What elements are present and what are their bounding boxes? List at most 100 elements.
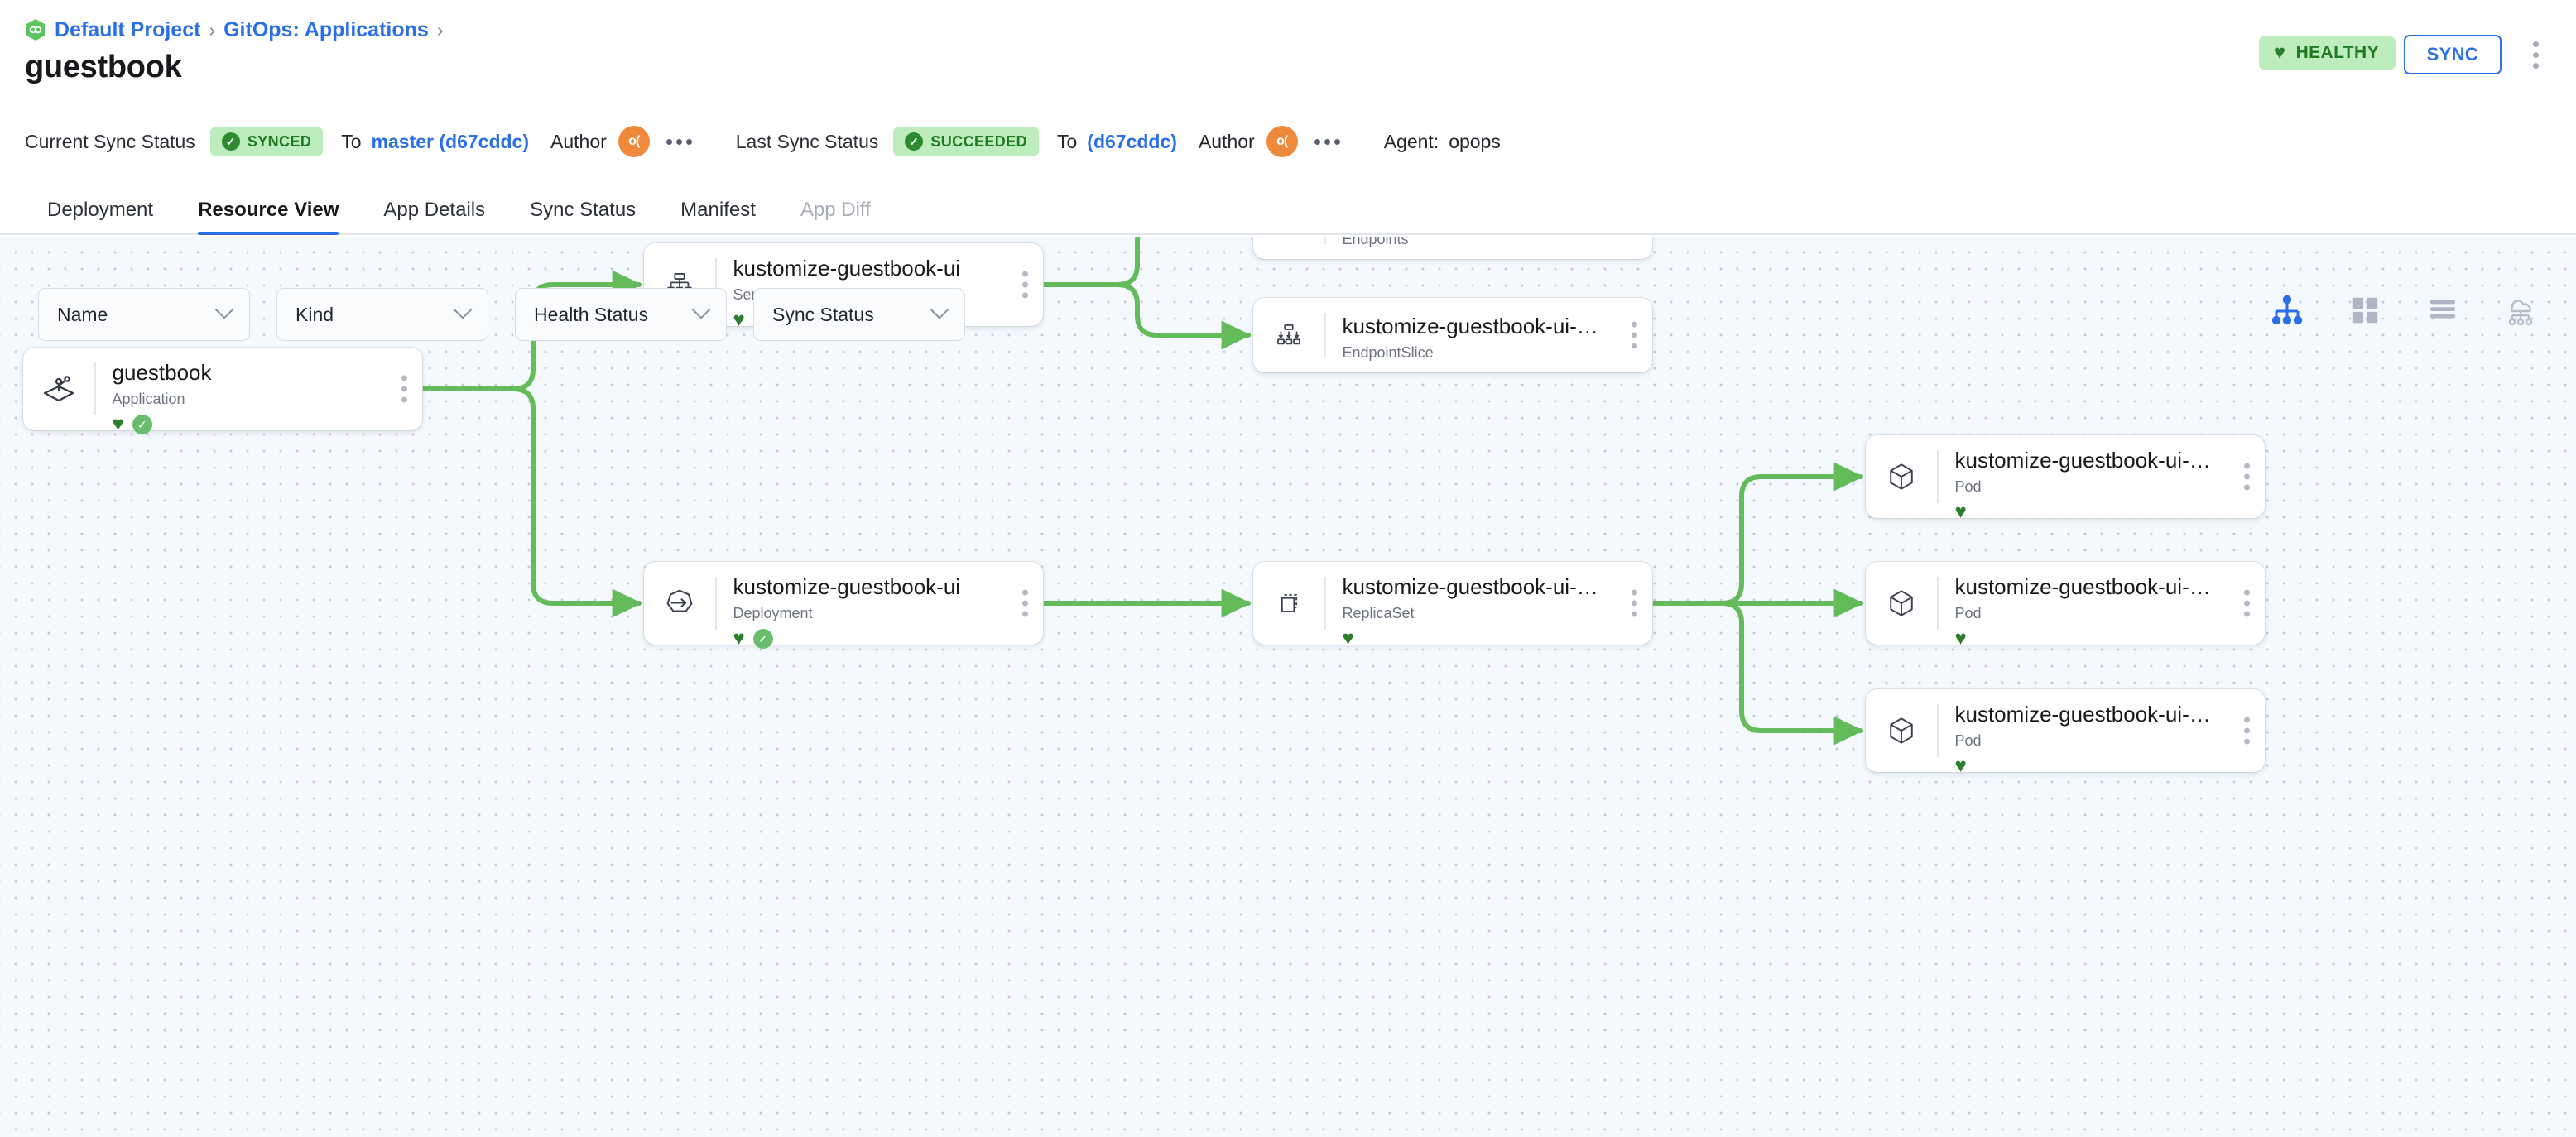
graph-node-pod-3[interactable]: kustomize-guestbook-ui-… Pod ♥ [1866, 689, 2265, 775]
last-sync-status-badge: ✓ SUCCEEDED [893, 127, 1039, 156]
heart-icon: ♥ [2273, 41, 2286, 64]
node-kebab-menu-icon[interactable] [1022, 271, 1028, 299]
deployment-icon [644, 562, 715, 645]
pod-icon [1866, 562, 1937, 645]
graph-node-endpointslice[interactable]: kustomize-guestbook-ui-… EndpointSlice [1253, 298, 1652, 372]
heart-icon: ♥ [1954, 754, 1967, 777]
graph-node-pod-1[interactable]: kustomize-guestbook-ui-… Pod ♥ [1866, 435, 2265, 521]
filter-name[interactable]: Name [38, 288, 250, 341]
last-author-label: Author [1198, 130, 1255, 152]
agent-label: Agent: [1383, 130, 1439, 152]
node-name: kustomize-guestbook-ui-… [1954, 449, 2211, 473]
tab-manifest[interactable]: Manifest [680, 199, 756, 221]
ellipsis-icon-current[interactable] [666, 138, 692, 145]
endpoints-icon [1253, 237, 1324, 259]
project-hex-icon [25, 18, 46, 41]
node-kebab-menu-icon[interactable] [1632, 589, 1637, 617]
network-view-icon[interactable] [2503, 293, 2538, 328]
node-kebab-menu-icon[interactable] [401, 375, 407, 403]
node-name: kustomize-guestbook-ui-… [1954, 703, 2211, 727]
graph-node-pod-2[interactable]: kustomize-guestbook-ui-… Pod ♥ [1866, 562, 2265, 648]
node-badges: ♥ ✓ [733, 628, 1044, 650]
node-name: kustomize-guestbook-ui [733, 257, 961, 281]
graph-node-endpoints[interactable]: kustomize-guestbook-ui Endpoints [1253, 237, 1652, 259]
node-kind: Pod [1954, 732, 1982, 749]
filter-health-status[interactable]: Health Status [515, 288, 727, 341]
filter-kind[interactable]: Kind [276, 288, 488, 341]
current-sync-status-badge: ✓ SYNCED [209, 127, 324, 156]
last-sync-status-badge-label: SUCCEEDED [930, 132, 1027, 150]
filter-sync-status[interactable]: Sync Status [753, 288, 965, 341]
graph-node-replicaset[interactable]: kustomize-guestbook-ui-… ReplicaSet ♥ [1253, 562, 1652, 648]
node-kind: Deployment [733, 604, 813, 621]
node-name: kustomize-guestbook-ui-… [1342, 314, 1598, 338]
node-divider [1324, 237, 1326, 244]
last-revision-link[interactable]: (d67cddc) [1087, 130, 1177, 152]
check-circle-icon: ✓ [221, 132, 240, 151]
current-sync-status-label: Current Sync Status [25, 130, 195, 152]
node-divider [1937, 450, 1939, 503]
last-sync-status-label: Last Sync Status [735, 130, 879, 152]
current-author-label: Author [550, 130, 607, 152]
pod-icon [1866, 435, 1937, 518]
node-badges: ♥ [1343, 628, 1653, 650]
status-badge-healthy: ♥ HEALTHY [2258, 36, 2396, 70]
graph-node-application[interactable]: guestbook Application ♥ ✓ [23, 348, 422, 434]
tree-view-icon[interactable] [2270, 293, 2304, 328]
node-kind: ReplicaSet [1342, 604, 1415, 621]
breadcrumb-item-default-project[interactable]: Default Project [55, 17, 201, 41]
node-divider [94, 362, 96, 415]
breadcrumb-separator: › [209, 18, 216, 41]
tab-resource-view[interactable]: Resource View [175, 199, 361, 235]
node-badges: ♥ [1955, 501, 2266, 523]
node-kind: Application [112, 390, 185, 407]
heart-icon: ♥ [733, 626, 745, 650]
node-divider [715, 577, 717, 630]
sync-button[interactable]: SYNC [2403, 35, 2502, 74]
node-divider [1937, 704, 1939, 757]
current-sync-status-badge-label: SYNCED [247, 132, 312, 150]
page-title: guestbook [25, 50, 182, 84]
avatar[interactable]: o( [618, 126, 650, 157]
filter-sync-status-label: Sync Status [772, 303, 874, 325]
current-revision-link[interactable]: master (d67cddc) [371, 130, 529, 152]
node-name: guestbook [112, 361, 212, 385]
node-kind: EndpointSlice [1342, 343, 1434, 361]
node-kebab-menu-icon[interactable] [2244, 589, 2250, 617]
chevron-down-icon-2 [453, 300, 473, 319]
tab-app-details[interactable]: App Details [383, 199, 486, 221]
node-kebab-menu-icon[interactable] [2244, 717, 2250, 745]
node-kind: Pod [1954, 477, 1982, 495]
chevron-down-icon [214, 300, 234, 319]
node-kebab-menu-icon[interactable] [2244, 463, 2250, 491]
tab-deployment[interactable]: Deployment [47, 199, 154, 221]
node-divider [1937, 577, 1939, 630]
ellipsis-icon-last[interactable] [1314, 138, 1340, 145]
node-badges: ♥ ✓ [113, 414, 423, 435]
node-kind: Endpoints [1342, 237, 1409, 247]
sync-check-icon: ✓ [132, 414, 152, 434]
resource-graph-canvas[interactable]: Name Kind Health Status Sync Status [0, 237, 2576, 1137]
breadcrumb-separator-2: › [436, 18, 444, 41]
chevron-down-icon-4 [930, 300, 949, 319]
list-view-icon[interactable] [2425, 293, 2460, 328]
chevron-down-icon-3 [691, 300, 711, 319]
breadcrumb-item-gitops-applications[interactable]: GitOps: Applications [223, 17, 429, 41]
node-kebab-menu-icon[interactable] [1632, 321, 1637, 349]
tab-bar: Deployment Resource View App Details Syn… [0, 184, 2576, 235]
node-kebab-menu-icon[interactable] [1022, 589, 1028, 617]
graph-node-deployment[interactable]: kustomize-guestbook-ui Deployment ♥ ✓ [644, 562, 1043, 649]
sync-status-strip: Current Sync Status ✓ SYNCED To master (… [0, 116, 2576, 167]
application-icon [23, 348, 94, 430]
sync-check-icon: ✓ [752, 628, 773, 649]
kebab-menu-icon[interactable] [2523, 36, 2548, 73]
avatar-2[interactable]: o( [1266, 126, 1298, 157]
filter-name-label: Name [57, 303, 108, 325]
tab-sync-status[interactable]: Sync Status [530, 199, 637, 221]
node-name: kustomize-guestbook-ui [733, 575, 961, 599]
grid-view-icon[interactable] [2348, 293, 2382, 328]
check-circle-icon-2: ✓ [905, 132, 924, 151]
heart-icon: ♥ [1342, 626, 1354, 650]
node-divider [1324, 313, 1326, 357]
heart-icon: ♥ [733, 308, 745, 331]
